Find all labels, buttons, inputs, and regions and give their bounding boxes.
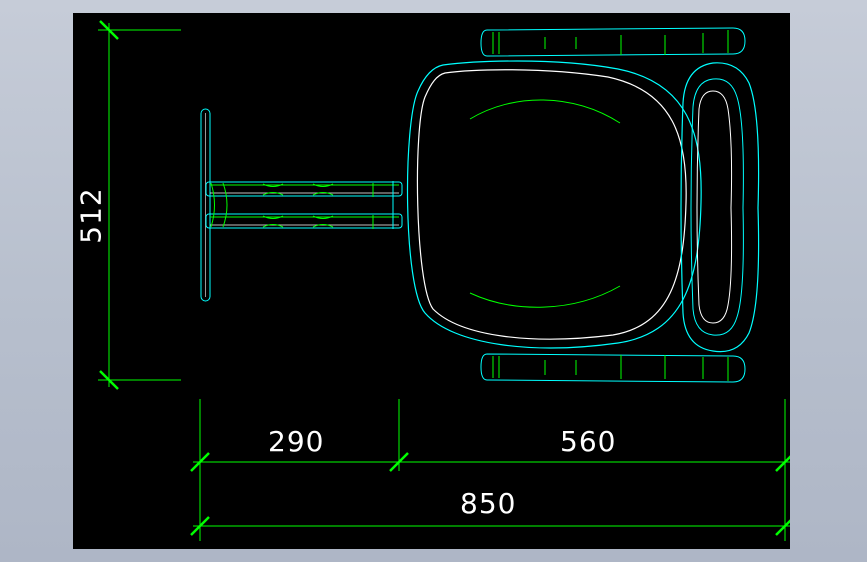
chair-plan-drawing <box>98 20 790 541</box>
tick-upper-left <box>190 452 210 472</box>
seat-outer-outline <box>406 60 702 349</box>
backrest-inner <box>690 78 744 336</box>
backrest-outer <box>680 62 760 353</box>
height-tick-top <box>99 20 119 40</box>
tick-upper-mid <box>389 452 409 472</box>
armrest-bottom <box>480 353 746 383</box>
dimension-label-560: 560 <box>560 425 617 458</box>
tick-upper-right <box>775 455 790 472</box>
dimension-label-850: 850 <box>460 487 517 520</box>
chair-seat <box>406 60 702 349</box>
chair-backrest <box>680 62 760 353</box>
foot-bar <box>200 108 211 302</box>
tube-top <box>205 181 403 197</box>
seat-contour-top <box>469 99 621 124</box>
chair-base <box>200 108 403 302</box>
dimension-lines <box>98 20 790 541</box>
cad-viewport[interactable]: 290 560 850 512 <box>73 13 790 549</box>
dimension-label-290: 290 <box>268 425 325 458</box>
tube-bottom <box>205 213 403 229</box>
tick-lower-right <box>775 519 790 536</box>
armrest-top <box>480 27 746 57</box>
tick-lower-left <box>190 516 210 536</box>
dimension-label-512: 512 <box>74 187 108 244</box>
seat-contour-bottom <box>469 285 621 308</box>
seat-inner-outline <box>416 69 687 340</box>
backrest-cushion <box>696 90 733 324</box>
height-tick-bottom <box>99 370 119 390</box>
